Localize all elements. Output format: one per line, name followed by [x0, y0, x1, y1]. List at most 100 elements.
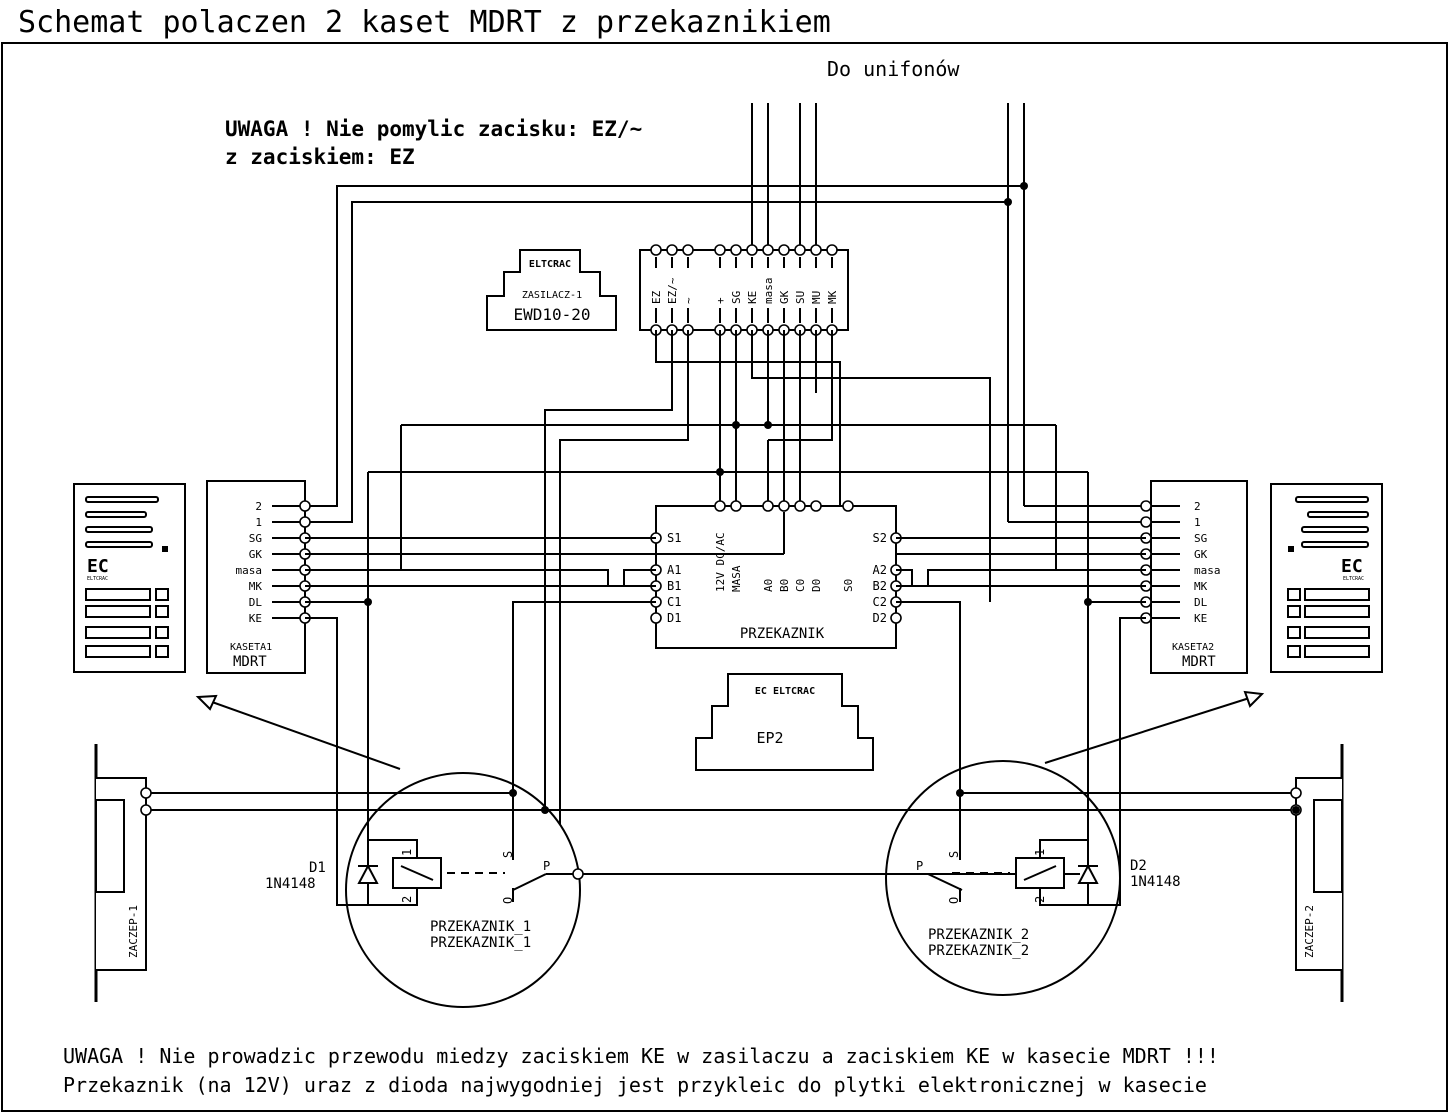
relay-module-top-pin: D0 — [810, 500, 823, 592]
power-supply-terminal-block — [639, 249, 849, 331]
relay2-contact-o: O — [947, 897, 961, 904]
ep2-brand: EC ELTCRAC — [755, 686, 815, 697]
ps-terminal-: ~ — [682, 244, 695, 336]
ps-terminal-label: SG — [730, 291, 743, 304]
warning-bottom-line-1: UWAGA ! Nie prowadzic przewodu miedzy za… — [63, 1044, 1219, 1068]
power-supply-brand: ELTCRAC — [529, 259, 571, 270]
relay-module-left-pin-label: S1 — [667, 531, 681, 545]
kaseta2-pin-label: DL — [1194, 596, 1208, 609]
kaseta1-pin-label: 1 — [255, 516, 262, 529]
kaseta2-terminal-box: KASETA2 MDRT — [1150, 480, 1248, 674]
zaczep1-door-strike: ZACZEP-1 — [94, 744, 147, 1002]
kaseta1-pin-label: GK — [249, 548, 263, 561]
relay-module-right-pin: D2 — [873, 611, 902, 625]
ep2-name: EP2 — [756, 729, 783, 747]
warning-bottom-line-2: Przekaznik (na 12V) uraz z dioda najwygo… — [63, 1073, 1207, 1097]
kaseta2-label2: MDRT — [1182, 654, 1216, 670]
relay2-coil-pin-1: 1 — [1033, 849, 1047, 856]
power-supply-model: EWD10-20 — [513, 305, 590, 324]
relay2-detail: 1 2 S P O D2 1N4148 PRZEKAZNIK_2 PRZEKAZ… — [885, 690, 1265, 996]
power-supply-zasilacz: ELTCRAC ZASILACZ-1 EWD10-20 — [486, 249, 617, 331]
kaseta1-pin-wires-top — [305, 182, 1028, 523]
ps-terminal-label: MU — [810, 291, 823, 304]
ep2-module: EC ELTCRAC EP2 — [695, 673, 874, 771]
relay2-diode-name: D2 — [1130, 858, 1147, 874]
relay-module: PRZEKAZNIK — [655, 505, 897, 649]
ps-terminal-mu: MU — [810, 244, 823, 336]
relay1-contact-o: O — [501, 897, 515, 904]
kaseta1-pin: 1 — [255, 516, 311, 529]
kaseta2-pin-label: GK — [1194, 548, 1208, 561]
kaseta2-label1: KASETA2 — [1172, 642, 1214, 653]
unifon-wires-right — [1007, 103, 1146, 523]
kaseta1-pin-label: DL — [249, 596, 263, 609]
kaseta2-logo-sub: ELTCRAC — [1343, 576, 1364, 582]
relay2-name-line-1: PRZEKAZNIK_2 — [928, 927, 1029, 943]
ps-terminal-label: SU — [794, 291, 807, 304]
kaseta2-pin-label: 1 — [1194, 516, 1201, 529]
ps-terminal-label: masa — [762, 278, 775, 305]
warning-top-line-2: z zaciskiem: EZ — [225, 145, 415, 169]
zaczep1-label: ZACZEP-1 — [127, 905, 140, 958]
relay-module-top-pin-label: MASA — [730, 565, 743, 592]
kaseta1-pin: 2 — [255, 500, 311, 513]
relay1-name-line-1: PRZEKAZNIK_1 — [430, 919, 531, 935]
kaseta2-to-relay-wires — [896, 425, 1146, 906]
kaseta2-pin: SG — [1140, 532, 1207, 545]
relay-module-right-pin-label: D2 — [873, 611, 887, 625]
kaseta2-logo: EC — [1341, 556, 1363, 577]
kaseta2-buttons — [1287, 588, 1370, 658]
relay-module-left-pin-label: B1 — [667, 579, 681, 593]
kaseta1-pin: SG — [249, 532, 311, 545]
relay1-contact-p: P — [543, 859, 550, 873]
relay1-diode-name: D1 — [309, 860, 326, 876]
kaseta2-pin: 1 — [1140, 516, 1201, 529]
kaseta1-label1: KASETA1 — [230, 642, 272, 653]
zaczep2-label: ZACZEP-2 — [1303, 905, 1316, 958]
ps-terminal-ke: KE — [746, 244, 759, 336]
label-do-unifonow: Do unifonów — [827, 57, 960, 81]
kaseta1-logo-sub: ELTCRAC — [87, 576, 108, 582]
kaseta1-pin-label: masa — [236, 564, 263, 577]
kaseta1-pin-label: SG — [249, 532, 262, 545]
warning-top-line-1: UWAGA ! Nie pomylic zacisku: EZ/~ — [225, 117, 642, 141]
kaseta1-pin: DL — [249, 596, 311, 609]
unifon-wires-left — [751, 103, 817, 250]
relay1-coil-pin-2: 2 — [400, 896, 414, 903]
relay2-contact-p: P — [916, 859, 923, 873]
ps-terminal-label: KE — [746, 291, 759, 304]
kaseta1-buttons — [85, 588, 169, 658]
kaseta1-pin: MK — [249, 580, 311, 593]
kaseta1-label2: MDRT — [233, 654, 267, 670]
kaseta1-terminal-box: KASETA1 MDRT — [206, 480, 306, 674]
relay1-diode-type: 1N4148 — [265, 876, 316, 892]
kaseta1-pin-label: 2 — [255, 500, 262, 513]
kaseta1-pin-label: KE — [249, 612, 262, 625]
ps-terminal-label: EZ/~ — [666, 277, 679, 304]
relay-module-top-pin: B0 — [778, 500, 791, 592]
relay1-detail: 1 2 S P O D1 1N4148 PRZEKAZNIK_1 PRZEKAZ… — [195, 694, 1080, 1008]
relay-module-name: PRZEKAZNIK — [740, 626, 825, 642]
power-supply-name: ZASILACZ-1 — [522, 290, 582, 301]
relay-module-top-pin: 12V DC/AC — [714, 500, 727, 592]
relay2-diode-type: 1N4148 — [1130, 874, 1181, 890]
relay1-coil-pin-1: 1 — [400, 849, 414, 856]
power-supply-wires — [368, 330, 1088, 825]
relay-module-top-pin-label: S0 — [842, 579, 855, 592]
relay-module-top-pin: A0 — [762, 500, 775, 592]
kaseta1-pin-label: MK — [249, 580, 263, 593]
relay-module-top-pin: S0 — [842, 500, 855, 592]
kaseta2-pin-label: 2 — [1194, 500, 1201, 513]
ps-terminal-label: + — [714, 297, 727, 304]
relay-module-right-pin-label: S2 — [873, 531, 887, 545]
kaseta2-pin: MK — [1140, 580, 1208, 593]
ps-terminal-label: ~ — [682, 297, 695, 304]
relay-module-right-pin-label: C2 — [873, 595, 887, 609]
relay-module-top-pin-label: D0 — [810, 579, 823, 592]
relay2-name-line-2: PRZEKAZNIK_2 — [928, 943, 1029, 959]
kaseta2-pin-label: masa — [1194, 564, 1221, 577]
relay-module-right-pin-label: A2 — [873, 563, 887, 577]
